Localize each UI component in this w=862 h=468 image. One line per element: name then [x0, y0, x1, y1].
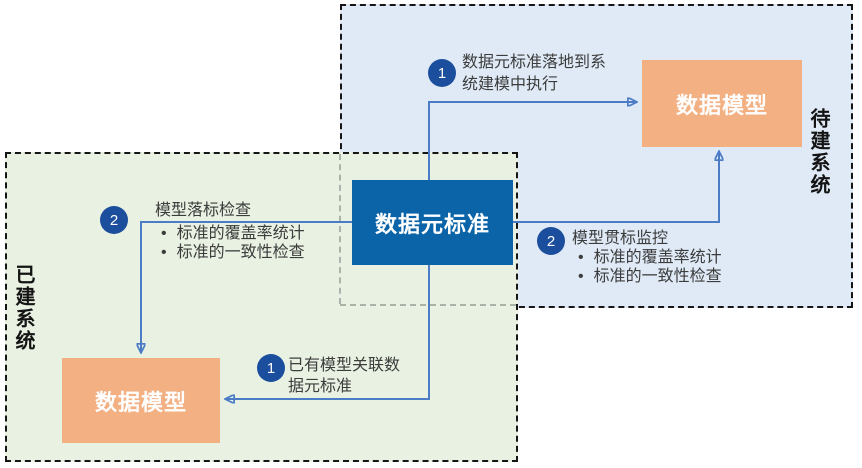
node-data-model-existing-label: 数据模型 [94, 389, 187, 415]
node-data-model-existing: 数据模型 [62, 358, 220, 443]
annotation-existing-link-line1: 已有模型关联数 [288, 357, 401, 374]
overlap-border-horizontal [340, 304, 516, 306]
step-badge-2-pending: 2 [537, 227, 565, 255]
region-pending-label: 待建系统 [807, 108, 829, 196]
step-badge-1-pending: 1 [428, 59, 456, 87]
node-data-standard: 数据元标准 [352, 180, 513, 265]
annotation-pending-apply: 数据元标准落地到系 统建模中执行 [462, 52, 606, 96]
annotation-existing-check-bullets: 标准的覆盖率统计 标准的一致性检查 [161, 224, 305, 262]
overlap-border-vertical [339, 154, 341, 304]
annotation-existing-check-title: 模型落标检查 [155, 202, 252, 219]
step-badge-1-existing: 1 [257, 354, 285, 382]
annotation-pending-monitor-bullet2: 标准的一致性检查 [578, 267, 722, 286]
annotation-pending-monitor-title: 模型贯标监控 [572, 230, 669, 247]
node-data-model-pending-label: 数据模型 [675, 92, 768, 118]
node-data-model-pending: 数据模型 [642, 60, 802, 147]
annotation-existing-check-bullet2: 标准的一致性检查 [161, 243, 305, 262]
region-existing-label: 已建系统 [12, 264, 34, 352]
annotation-pending-apply-line1: 数据元标准落地到系 [462, 54, 607, 71]
annotation-pending-monitor-bullet1: 标准的覆盖率统计 [578, 248, 722, 267]
annotation-existing-link: 已有模型关联数 据元标准 [288, 355, 400, 397]
annotation-existing-link-line2: 据元标准 [288, 378, 353, 395]
node-data-standard-label: 数据元标准 [374, 211, 490, 237]
annotation-pending-apply-line2: 统建模中执行 [462, 76, 559, 93]
step-badge-2-existing: 2 [100, 206, 128, 234]
annotation-existing-check-bullet1: 标准的覆盖率统计 [161, 224, 305, 243]
annotation-pending-monitor-bullets: 标准的覆盖率统计 标准的一致性检查 [578, 248, 722, 286]
